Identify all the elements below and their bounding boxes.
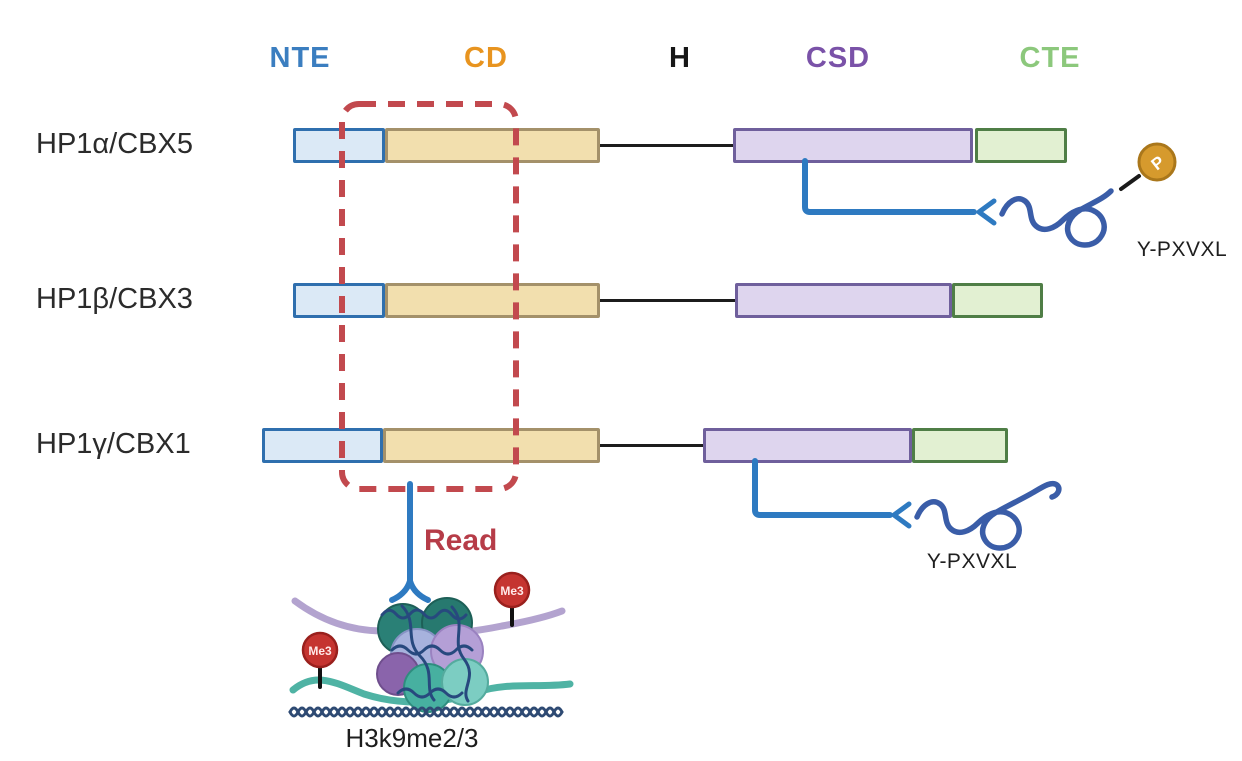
me3-mark-right: Me3 — [493, 571, 531, 627]
me3-mark-left: Me3 — [301, 631, 339, 689]
hp1g-tail — [752, 458, 1062, 551]
hp1a-cte-domain-box — [975, 128, 1067, 163]
me3-circle — [493, 571, 531, 609]
hp1g-ypxvxl-motif-label: Y-PXVXL — [926, 550, 1018, 573]
dna-helix-strand-b — [288, 706, 564, 718]
hp1a-tail-connector — [802, 158, 977, 215]
read-arrow-fork — [389, 578, 431, 603]
hp1a-csd-domain-box — [733, 128, 973, 163]
dna-strand — [400, 604, 436, 702]
phospho-stick — [1119, 174, 1141, 191]
me3-circle — [301, 631, 339, 669]
hp1g-tail-connector — [752, 458, 893, 518]
row-label-hp1a-cbx5: HP1α/CBX5 — [36, 128, 193, 160]
wrapped-dna-strands — [380, 604, 474, 703]
phospho-circle — [1137, 142, 1177, 182]
hp1b-cte-domain-box — [952, 283, 1043, 318]
nucleosome-illustration: Me3 Me3 — [288, 571, 574, 718]
domain-label-nte: NTE — [269, 42, 331, 74]
row-label-hp1g-cbx1: HP1γ/CBX1 — [36, 428, 191, 460]
hp1b-cd-domain-box — [385, 283, 600, 318]
read-annotation: Read — [424, 524, 498, 557]
domain-label-csd: CSD — [805, 42, 871, 74]
hp1g-disordered-squiggle — [914, 480, 1062, 551]
linker-dna-helix — [288, 706, 564, 718]
hp1a-tail-fork — [976, 198, 997, 226]
me3-label: Me3 — [500, 584, 524, 598]
domain-label-h: H — [669, 42, 691, 74]
histone-mark-label: H3k9me2/3 — [345, 723, 479, 753]
hp1g-cd-domain-box — [383, 428, 600, 463]
histone-octamer — [376, 597, 489, 713]
hp1g-tail-fork — [891, 501, 912, 529]
hp1a-tail: P — [802, 142, 1177, 248]
hp1a-cd-domain-box — [385, 128, 600, 163]
hp1g-nte-domain-box — [262, 428, 383, 463]
hp1g-csd-domain-box — [703, 428, 912, 463]
dna-strand — [390, 644, 474, 656]
hp1g-cte-domain-box — [912, 428, 1008, 463]
row-label-hp1b-cbx3: HP1β/CBX3 — [36, 283, 193, 315]
read-arrow — [389, 481, 431, 603]
dna-strand — [396, 687, 464, 699]
me3-label: Me3 — [308, 644, 332, 658]
dna-strand — [450, 605, 471, 703]
hp1a-disordered-squiggle — [999, 188, 1114, 248]
domain-label-cte: CTE — [1019, 42, 1081, 74]
hp1a-ypxvxl-motif-label: Y-PXVXL — [1136, 238, 1228, 261]
domain-label-cd: CD — [464, 42, 508, 74]
dna-strand — [380, 608, 468, 621]
cd-dashed-highlight-box — [339, 101, 519, 492]
hp1b-csd-domain-box — [735, 283, 952, 318]
